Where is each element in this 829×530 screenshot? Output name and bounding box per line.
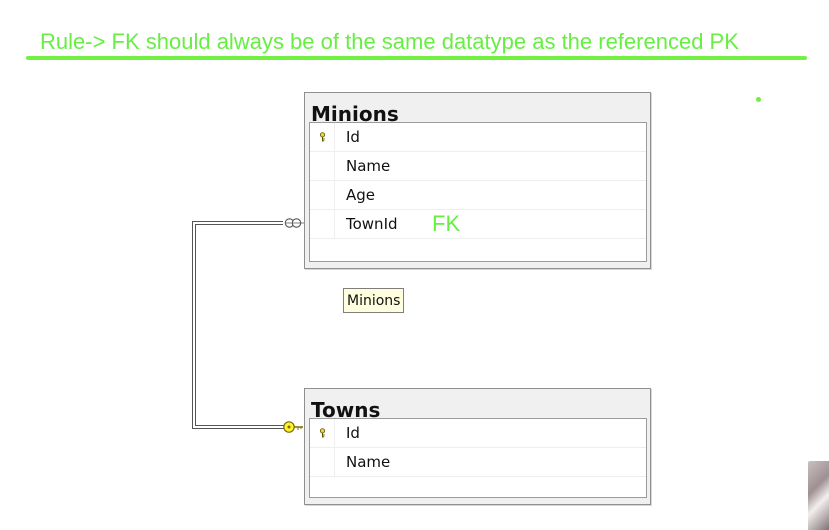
row-selector <box>310 152 335 180</box>
field-name: Id <box>346 424 360 442</box>
green-underline <box>26 56 807 60</box>
field-name: Name <box>346 157 391 175</box>
towns-field-id[interactable]: Id <box>310 419 646 448</box>
towns-table[interactable]: Towns Id Name <box>304 388 651 505</box>
crow-foot-icon <box>284 218 304 228</box>
row-selector <box>310 448 335 476</box>
cropped-image-fragment <box>808 461 829 530</box>
field-name: Age <box>346 186 376 204</box>
minions-field-name[interactable]: Name <box>310 152 646 181</box>
minions-field-age[interactable]: Age <box>310 181 646 210</box>
minions-field-townid[interactable]: TownId <box>310 210 646 239</box>
field-name: Name <box>346 453 391 471</box>
row-selector <box>310 123 335 151</box>
rule-caption: Rule-> FK should always be of the same d… <box>40 29 739 54</box>
fk-annotation: FK <box>432 211 461 236</box>
key-icon <box>319 428 326 438</box>
field-name: Id <box>346 128 360 146</box>
row-selector <box>310 419 335 447</box>
row-selector <box>310 181 335 209</box>
row-selector <box>310 210 335 238</box>
relationship-line-outer <box>192 221 286 429</box>
green-dot-marker <box>756 97 761 102</box>
one-end-key-icon <box>283 421 303 433</box>
relationship-label[interactable]: Minions <box>343 288 405 313</box>
relationship-line-inner <box>193 222 286 428</box>
minions-table[interactable]: Minions Id Name Age T <box>304 92 651 269</box>
key-icon <box>319 132 326 142</box>
minions-field-id[interactable]: Id <box>310 123 646 152</box>
minions-field-list: Id Name Age TownId <box>309 122 647 262</box>
towns-field-name[interactable]: Name <box>310 448 646 477</box>
towns-field-list: Id Name <box>309 418 647 498</box>
field-name: TownId <box>346 215 398 233</box>
